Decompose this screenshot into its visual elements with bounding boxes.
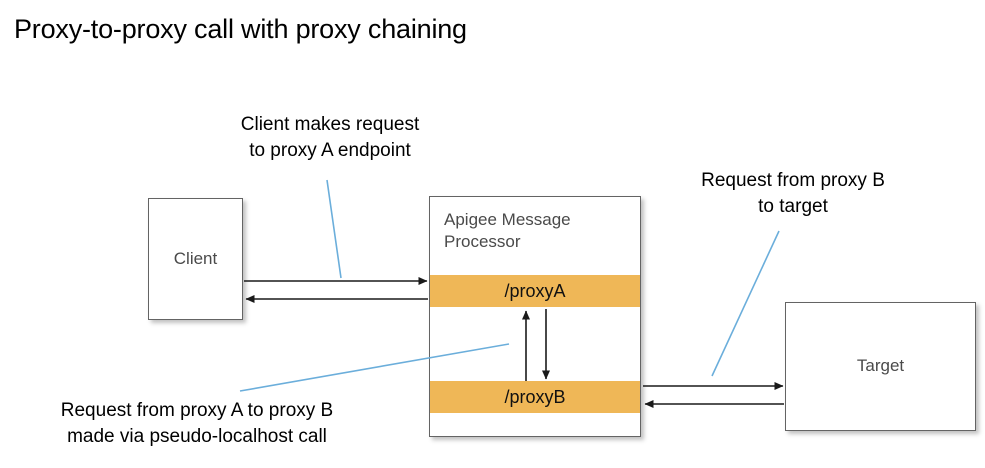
client-label: Client bbox=[173, 249, 218, 268]
target-label: Target bbox=[856, 356, 905, 375]
endpoint-band-proxya: /proxyA bbox=[430, 275, 640, 307]
leader-line-proxyb-to-target bbox=[711, 230, 780, 377]
page-title: Proxy-to-proxy call with proxy chaining bbox=[14, 14, 467, 44]
client-box: Client bbox=[148, 198, 243, 320]
endpoint-band-proxyb: /proxyB bbox=[430, 381, 640, 413]
target-box: Target bbox=[785, 302, 976, 431]
annotation-proxyb-to-target: Request from proxy B to target bbox=[701, 170, 885, 217]
annotation-proxy-chaining: Request from proxy A to proxy B made via… bbox=[60, 400, 334, 447]
leader-line-client-request bbox=[326, 179, 342, 279]
endpoint-label-proxyb: /proxyB bbox=[504, 386, 566, 407]
endpoint-label-proxya: /proxyA bbox=[504, 280, 566, 301]
message-processor-title: Apigee Message Processor bbox=[444, 210, 571, 251]
annotation-client-request: Client makes request to proxy A endpoint bbox=[240, 114, 420, 161]
message-processor-box: Apigee Message Processor /proxyA /proxyB bbox=[429, 196, 641, 437]
